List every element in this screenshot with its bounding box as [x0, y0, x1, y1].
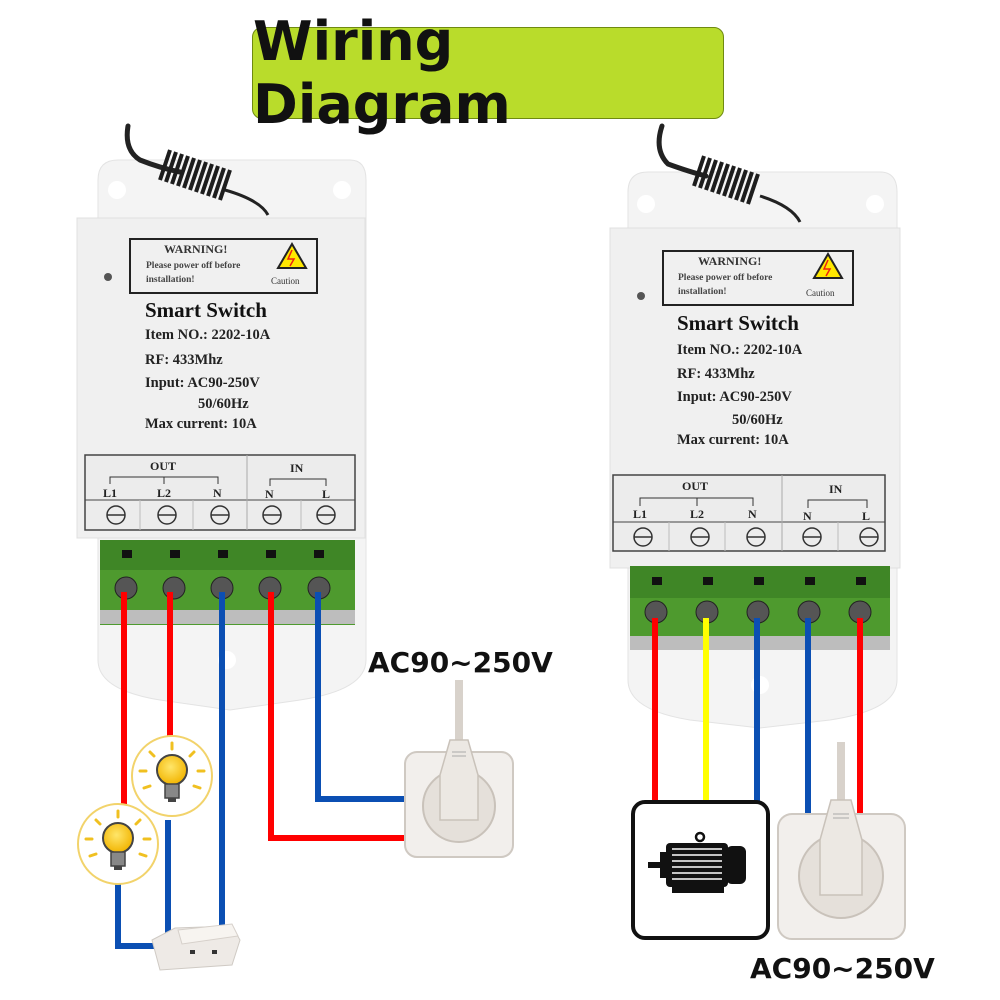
- warning-label: [129, 238, 318, 294]
- terminal-label: N: [213, 486, 222, 500]
- power-socket-icon: [777, 742, 906, 940]
- terminal-label: L2: [690, 507, 705, 521]
- input-frequency: 50/60Hz: [732, 412, 783, 428]
- motor-icon: [631, 800, 770, 940]
- status-led: [637, 292, 645, 300]
- right-wires: [652, 618, 863, 815]
- terminal-label: L2: [157, 486, 172, 500]
- warning-text: Please power off before: [678, 273, 773, 283]
- warning-text: installation!: [146, 275, 195, 285]
- power-socket-icon: [404, 680, 514, 858]
- item-number: Item NO.: 2202-10A: [677, 342, 803, 358]
- input-voltage: Input: AC90-250V: [677, 389, 792, 405]
- terminal-label: L1: [103, 486, 118, 500]
- antenna-icon: [124, 123, 270, 216]
- terminal-screws: [644, 600, 872, 624]
- rf-frequency: RF: 433Mhz: [145, 352, 223, 368]
- warning-text: Please power off before: [146, 261, 241, 271]
- page-title: Wiring Diagram: [253, 10, 511, 136]
- max-current: Max current: 10A: [677, 432, 789, 448]
- mount-hole: [333, 181, 351, 199]
- antenna-icon: [656, 123, 802, 223]
- warning-label: [662, 250, 854, 306]
- warning-title: WARNING!: [698, 254, 762, 268]
- caution-label: Caution: [806, 288, 835, 298]
- left-terminal-panel: [84, 454, 356, 531]
- right-terminal-panel: [612, 474, 886, 552]
- caution-icon: [276, 242, 308, 269]
- terminal-label: L: [862, 509, 871, 523]
- light-bulb-icon: [77, 803, 159, 885]
- light-bulb-icon: [131, 735, 213, 817]
- terminal-group-in: IN: [290, 461, 304, 475]
- terminal-group-out: OUT: [682, 479, 709, 493]
- terminal-group-out: OUT: [150, 459, 177, 473]
- product-name: Smart Switch: [677, 311, 799, 335]
- input-voltage: Input: AC90-250V: [145, 375, 260, 391]
- caution-icon: [812, 252, 844, 279]
- status-led: [104, 273, 112, 281]
- title-banner: Wiring Diagram: [252, 10, 724, 136]
- mount-hole: [866, 195, 884, 213]
- terminal-group-in: IN: [829, 482, 843, 496]
- mount-hole: [108, 181, 126, 199]
- terminal-label: N: [803, 509, 812, 523]
- warning-title: WARNING!: [164, 242, 228, 256]
- max-current: Max current: 10A: [145, 416, 257, 432]
- caution-label: Caution: [271, 276, 300, 286]
- supply-voltage-label: AC90~250V: [368, 646, 553, 679]
- left-wires: [115, 592, 405, 949]
- terminal-label: L1: [633, 507, 648, 521]
- item-number: Item NO.: 2202-10A: [145, 327, 271, 343]
- terminal-label: L: [322, 487, 331, 501]
- terminal-label: N: [748, 507, 757, 521]
- supply-voltage-label: AC90~250V: [750, 952, 935, 985]
- wire-in-l: [315, 592, 405, 802]
- wire-in-n: [268, 592, 405, 841]
- product-name: Smart Switch: [145, 298, 267, 322]
- warning-text: installation!: [678, 287, 727, 297]
- wire-bulb1-return: [115, 882, 160, 949]
- mount-hole: [637, 195, 655, 213]
- input-frequency: 50/60Hz: [198, 396, 249, 412]
- wire-connector-icon: [151, 923, 241, 971]
- terminal-label: N: [265, 487, 274, 501]
- rf-frequency: RF: 433Mhz: [677, 366, 755, 382]
